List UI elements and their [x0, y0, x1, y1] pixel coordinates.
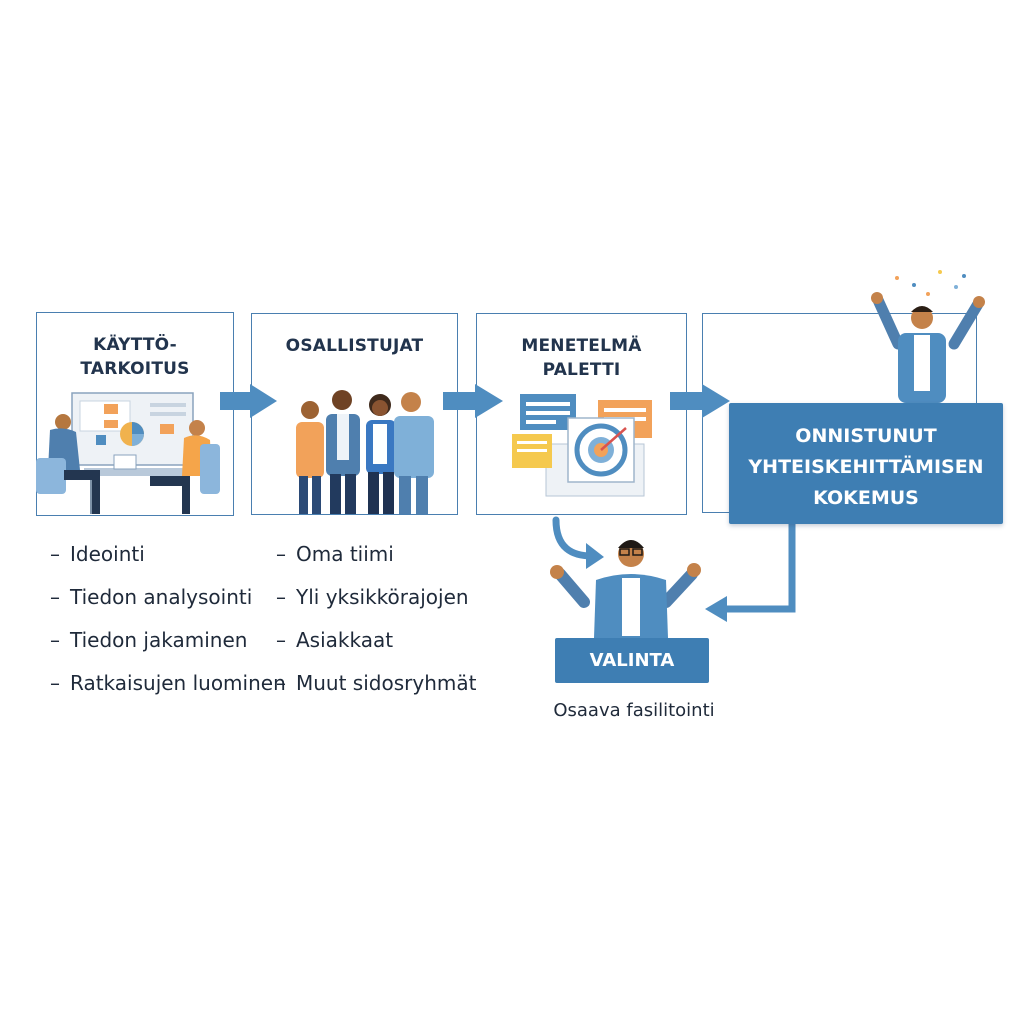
group-people-illustration [296, 390, 434, 514]
list-item: –Oma tiimi [276, 542, 394, 566]
selection-box: VALINTA [555, 638, 709, 683]
list-item: –Ideointi [50, 542, 145, 566]
participant-list: –Oma tiimi –Yli yksikkörajojen –Asiakkaa… [276, 541, 476, 713]
outcome-text: ONNISTUNUT YHTEISKEHITTÄMISEN KOKEMUS [748, 425, 984, 509]
celebrating-person-illustration [871, 270, 985, 403]
list-item: –Tiedon jakaminen [50, 628, 248, 652]
list-item: –Muut sidosryhmät [276, 671, 477, 695]
arrow-1-icon [220, 384, 277, 418]
step-box-participants: OSALLISTUJAT [251, 313, 458, 515]
list-item: –Asiakkaat [276, 628, 394, 652]
step-title-participants: OSALLISTUJAT [285, 336, 424, 356]
outcome-box: ONNISTUNUT YHTEISKEHITTÄMISEN KOKEMUS [729, 403, 1003, 524]
step-title-method: MENETELMÄ PALETTI [521, 336, 642, 380]
step-box-purpose: KÄYTTÖ- TARKOITUS [36, 312, 234, 516]
selection-label: VALINTA [589, 650, 675, 671]
return-arrow-head-icon [705, 596, 727, 622]
return-arrow-icon [722, 524, 796, 613]
purpose-list: –Ideointi –Tiedon analysointi –Tiedon ja… [50, 541, 286, 713]
selection-caption: Osaava fasilitointi [553, 700, 715, 721]
arrow-3-icon [670, 384, 730, 418]
arrow-2-icon [443, 384, 503, 418]
facilitator-person-illustration [550, 540, 701, 638]
method-cards-illustration [512, 394, 652, 497]
list-item: –Tiedon analysointi [50, 585, 253, 609]
list-item: –Ratkaisujen luominen [50, 671, 286, 695]
meeting-illustration [36, 392, 220, 514]
step-title-purpose: KÄYTTÖ- TARKOITUS [80, 335, 190, 379]
curved-arrow-down-head-icon [586, 543, 604, 569]
list-item: –Yli yksikkörajojen [276, 585, 469, 609]
